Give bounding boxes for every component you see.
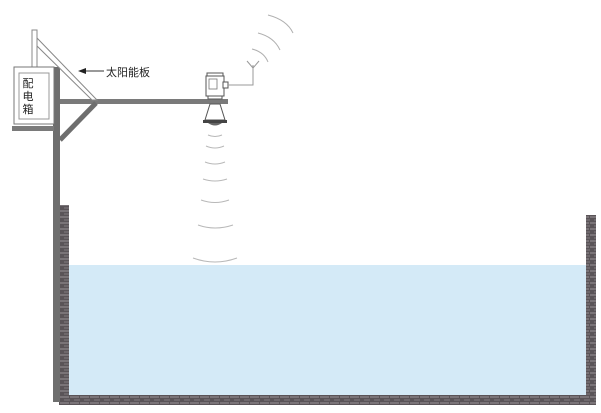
distribution-box-char-3: 箱 (22, 103, 34, 116)
tank-wall-left (59, 205, 69, 405)
radar-level-sensor (203, 72, 229, 126)
solar-arrow-head (78, 68, 86, 74)
bracket-arm (60, 99, 228, 104)
radar-waves (192, 134, 238, 263)
tank-floor (59, 395, 596, 405)
distribution-box-char-1: 配 (22, 77, 34, 90)
box-shelf (12, 126, 54, 131)
distribution-box-inner (18, 72, 50, 120)
solar-panel-label: 太阳能板 (106, 66, 150, 79)
wireless-signal-icon (251, 14, 294, 63)
water (68, 265, 586, 395)
antenna-icon (228, 60, 260, 86)
distribution-box-label: 配 电 箱 (21, 77, 35, 116)
solar-panel (36, 36, 99, 101)
support-pole (53, 67, 60, 402)
solar-panel-post (31, 29, 38, 69)
diagonal-brace (58, 101, 98, 142)
distribution-box-char-2: 电 (22, 90, 34, 103)
tank-wall-right (586, 215, 596, 405)
